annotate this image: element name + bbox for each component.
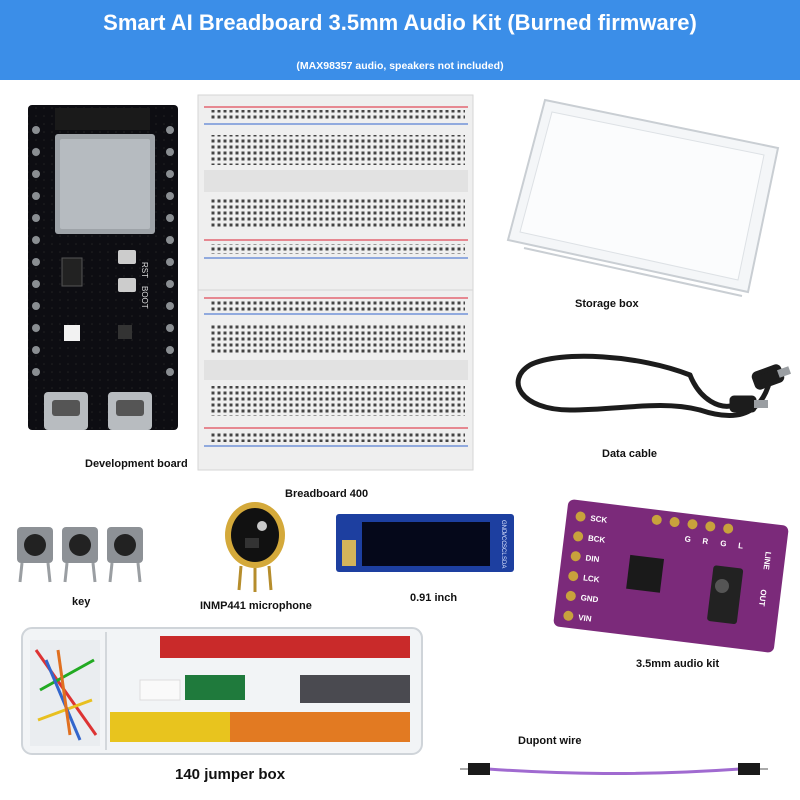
storage-box-image (506, 98, 780, 297)
oled-pin-gnd: GND (500, 520, 506, 534)
boot-label: BOOT (140, 286, 149, 309)
label-oled: 0.91 inch (410, 592, 458, 604)
audio-pin-top-l: L (738, 541, 744, 551)
audio-pin-din: DIN (585, 553, 600, 564)
development-board-image: RST BOOT (28, 105, 178, 430)
page-subtitle: (MAX98357 audio, speakers not included) (296, 60, 504, 72)
jumper-box-image (21, 627, 423, 755)
audio-pin-top-g1: G (684, 534, 691, 544)
oled-pin-sda: SDA (500, 556, 506, 568)
label-dupont-wire: Dupont wire (518, 735, 582, 747)
label-audio-kit: 3.5mm audio kit (636, 658, 720, 670)
audio-out-label: OUT (757, 589, 768, 607)
label-development-board: Development board (85, 458, 188, 470)
audio-pin-sck: SCK (590, 514, 608, 525)
label-jumper-box: 140 jumper box (175, 766, 286, 783)
rst-label: RST (140, 262, 149, 278)
label-breadboard: Breadboard 400 (285, 488, 369, 500)
microphone-image (225, 502, 285, 592)
audio-kit-image: SCK BCK DIN LCK GND VIN G R G L LINE OUT (553, 499, 789, 653)
oled-pin-scl: SCL (500, 544, 506, 556)
oled-image: GND VCC SCL SDA (336, 514, 514, 572)
audio-pin-bck: BCK (587, 534, 606, 545)
keys-image (17, 527, 143, 583)
label-storage-box: Storage box (575, 298, 639, 310)
audio-line-label: LINE (761, 551, 772, 571)
audio-pin-gnd: GND (580, 593, 599, 604)
label-data-cable: Data cable (602, 448, 658, 460)
audio-pin-top-g2: G (720, 539, 727, 549)
audio-pin-vin: VIN (578, 613, 593, 624)
audio-pin-lck: LCK (583, 573, 601, 584)
page-title: Smart AI Breadboard 3.5mm Audio Kit (Bur… (103, 10, 697, 35)
label-key: key (72, 596, 91, 608)
oled-pin-vcc: VCC (500, 532, 506, 545)
audio-pin-top-r: R (702, 537, 709, 547)
label-microphone: INMP441 microphone (200, 600, 312, 612)
breadboard-image (197, 94, 474, 471)
data-cable-image (515, 353, 792, 418)
title-banner: Smart AI Breadboard 3.5mm Audio Kit (Bur… (0, 0, 800, 80)
dupont-wire-image (460, 763, 768, 776)
